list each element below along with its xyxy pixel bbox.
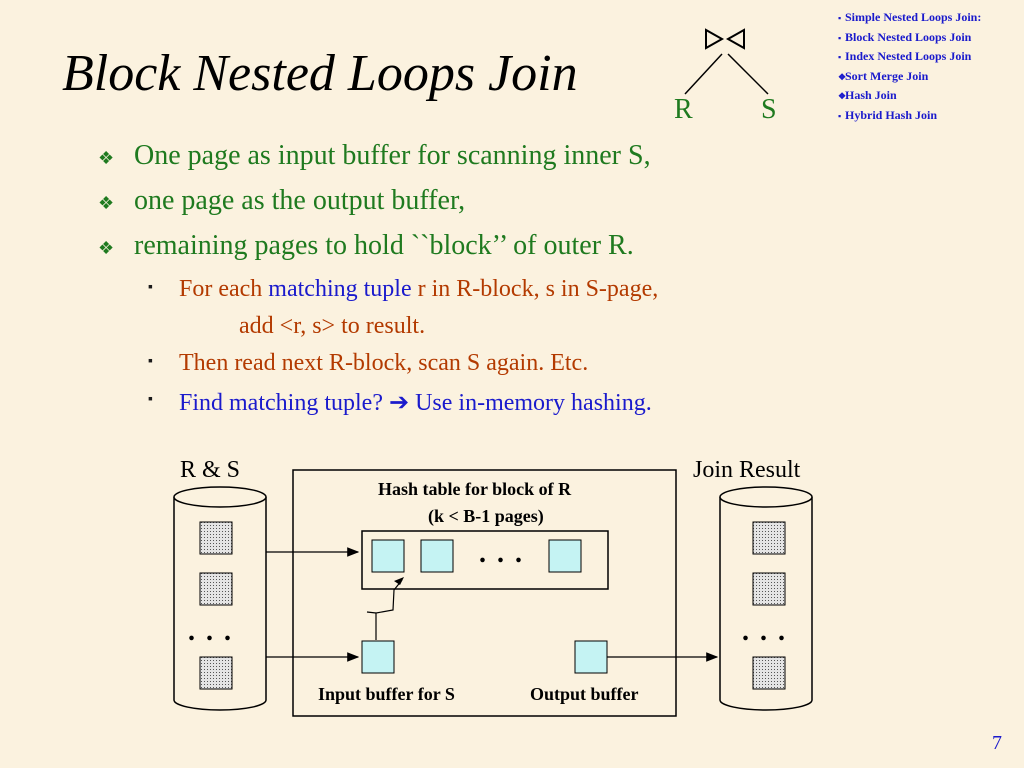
hash-table-title: Hash table for block of R: [378, 479, 572, 499]
input-buffer-page: [361, 640, 395, 674]
nav-item-hash-join[interactable]: ❖Hash Join: [838, 88, 897, 103]
diamond-bullet-icon: ❖: [98, 148, 115, 168]
diamond-bullet-icon: ❖: [98, 238, 115, 258]
nav-item-index-nested[interactable]: ▪Index Nested Loops Join: [838, 49, 972, 64]
join-tree-right-edge: [727, 53, 769, 95]
nav-item-block-nested[interactable]: ▪Block Nested Loops Join: [838, 29, 972, 44]
hash-table-page: [420, 539, 454, 573]
hash-table-page: [371, 539, 405, 573]
input-buffer-label: Input buffer for S: [318, 684, 455, 704]
sub-bullet-hashing: ▪Find matching tuple? ➔ Use in-memory ha…: [148, 390, 652, 416]
join-left-relation: R: [674, 94, 693, 125]
arrow-right-icon: ➔: [388, 390, 410, 416]
hash-table-box: [361, 530, 609, 590]
disk-page: [199, 521, 233, 555]
page-number: 7: [992, 732, 1002, 754]
output-buffer-page: [574, 640, 608, 674]
disk-page: [752, 572, 786, 606]
output-buffer-label: Output buffer: [530, 684, 639, 704]
disk-page: [752, 656, 786, 690]
square-bullet-icon: ▪: [148, 280, 153, 295]
left-disk-ellipsis: . . .: [188, 616, 233, 647]
disk-page: [199, 572, 233, 606]
diamond-bullet-icon: ❖: [98, 193, 115, 213]
nav-item-hybrid-hash[interactable]: ▪Hybrid Hash Join: [838, 107, 938, 122]
hash-table-page: [548, 539, 582, 573]
main-memory-box: [292, 469, 677, 717]
disk-page: [752, 521, 786, 555]
bullet-input-buffer: ❖One page as input buffer for scanning i…: [98, 140, 651, 171]
join-symbol-icon: [705, 28, 745, 50]
nav-item-sort-merge[interactable]: ❖Sort Merge Join: [838, 68, 929, 83]
right-disk-ellipsis: . . .: [742, 616, 787, 647]
right-disk-label: Join Result: [693, 457, 801, 483]
square-bullet-icon: ▪: [148, 392, 153, 407]
nav-item-simple-nested[interactable]: ▪Simple Nested Loops Join:: [838, 10, 982, 24]
bullet-remaining-pages: ❖remaining pages to hold ``block’’ of ou…: [98, 230, 634, 261]
sub-bullet-for-each: ▪For each matching tuple r in R-block, s…: [148, 276, 659, 302]
disk-page: [199, 656, 233, 690]
left-disk-label: R & S: [180, 457, 241, 483]
bullet-output-buffer: ❖one page as the output buffer,: [98, 185, 466, 216]
square-bullet-icon: ▪: [148, 354, 153, 369]
join-methods-nav: ▪Simple Nested Loops Join: ▪Block Nested…: [838, 8, 981, 126]
hash-table-ellipsis: . . .: [479, 538, 524, 569]
sub-bullet-read-next: ▪Then read next R-block, scan S again. E…: [148, 350, 589, 376]
join-tree-left-edge: [684, 53, 723, 95]
slide-title: Block Nested Loops Join: [62, 45, 578, 102]
lightning-probe-arrow: [375, 579, 403, 640]
join-right-relation: S: [761, 94, 777, 125]
hash-table-subtitle: (k < B-1 pages): [428, 506, 544, 526]
sub-bullet-add-result: add <r, s> to result.: [239, 313, 426, 339]
